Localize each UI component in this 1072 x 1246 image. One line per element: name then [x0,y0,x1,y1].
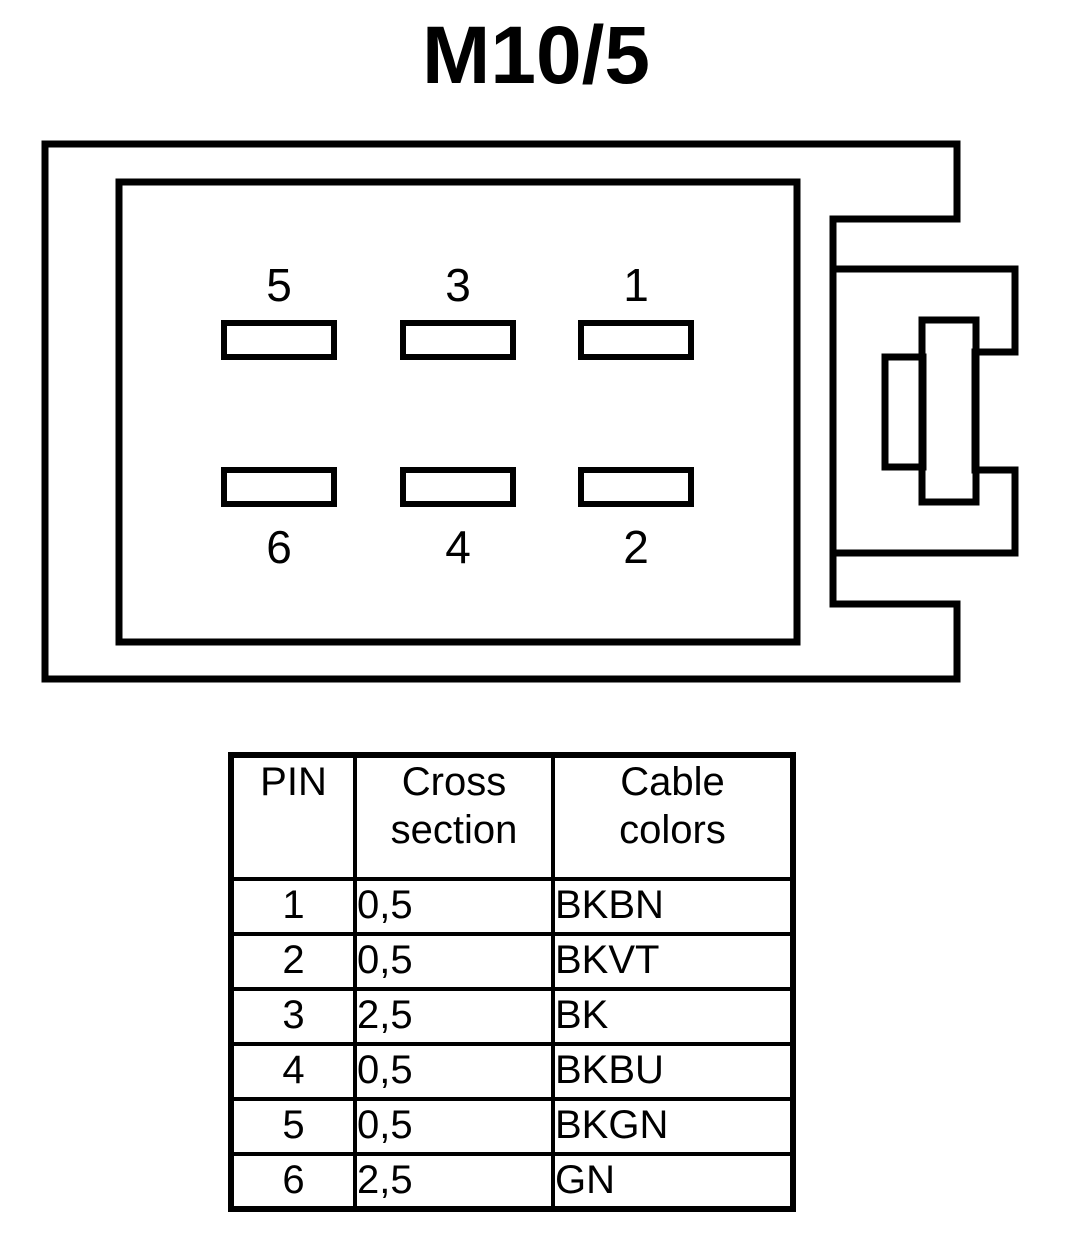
table-header-row: PIN Cross section Cable colors [229,753,795,881]
terminal-slot-pin-3 [400,320,516,360]
pin-number-3: 3 [445,259,471,311]
cell-cross-section: 0,5 [353,877,555,936]
cell-cross-section: 0,5 [353,1042,555,1101]
cell-cross-section: 0,5 [353,1097,555,1156]
terminal-slot-pin-2 [578,467,694,507]
pin-number-2: 2 [623,521,649,573]
locking-latch-nub [881,353,927,471]
connector-outer-housing [41,140,961,683]
column-header-cable-colors-line1: Cable [620,760,725,804]
page-title: M10/5 [422,10,650,101]
terminal-slot-pin-5 [221,320,337,360]
terminal-slot-pin-6 [221,467,337,507]
column-header-pin: PIN [229,753,357,881]
locking-latch-inner-block [918,316,980,506]
connector-diagram: 5 3 1 6 4 2 [41,140,1019,683]
cell-cable-colors: GN [551,1152,795,1211]
column-header-cross-section-line2: section [390,808,518,852]
cell-pin: 2 [229,932,357,991]
cell-pin: 6 [229,1152,357,1211]
column-header-cable-colors-line2: colors [619,808,726,852]
cell-pin: 4 [229,1042,357,1101]
cell-cross-section: 0,5 [353,932,555,991]
connector-outline-svg [41,140,1019,683]
cell-pin: 3 [229,987,357,1046]
connector-inner-frame [115,178,801,646]
column-header-pin-line1: PIN [260,760,327,804]
cell-cable-colors: BKBU [551,1042,795,1101]
column-header-cross-section: Cross section [353,753,555,881]
terminal-slot-pin-1 [578,320,694,360]
cell-cross-section: 2,5 [353,987,555,1046]
cell-cable-colors: BKGN [551,1097,795,1156]
cell-cable-colors: BKVT [551,932,795,991]
table-header: PIN Cross section Cable colors [229,753,795,881]
cell-pin: 5 [229,1097,357,1156]
terminal-slot-pin-4 [400,467,516,507]
cell-cable-colors: BKBN [551,877,795,936]
pin-number-1: 1 [623,259,649,311]
cell-cross-section: 2,5 [353,1152,555,1211]
pin-number-5: 5 [266,259,292,311]
pin-number-4: 4 [445,521,471,573]
column-header-cross-section-line1: Cross [401,760,507,804]
column-header-cable-colors: Cable colors [551,753,795,881]
cell-cable-colors: BK [551,987,795,1046]
cell-pin: 1 [229,877,357,936]
pin-number-6: 6 [266,521,292,573]
